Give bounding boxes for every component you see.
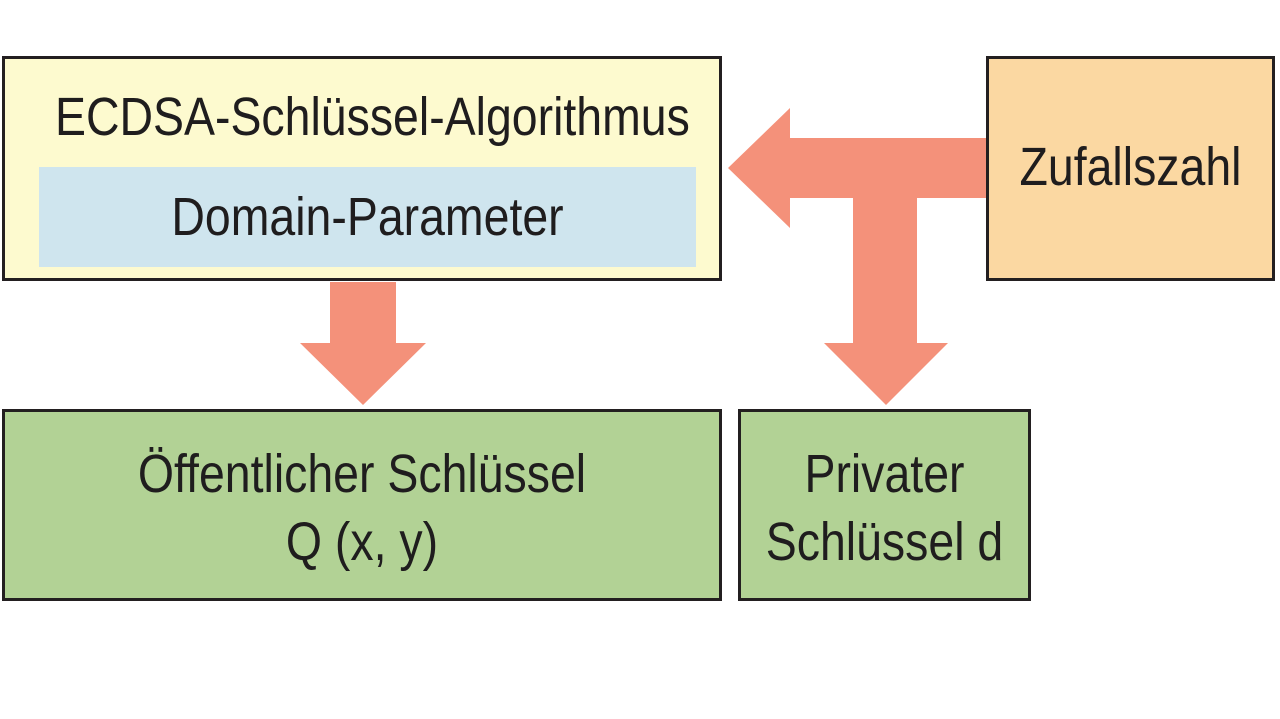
- private-key-line-2: Schlüssel d: [765, 512, 1004, 572]
- public-key-box: Öffentlicher Schlüssel Q (x, y): [2, 409, 722, 601]
- private-key-line-1: Privater: [804, 444, 965, 504]
- random-number-box: Zufallszahl: [986, 56, 1275, 281]
- private-key-label: Privater Schlüssel d: [761, 440, 1008, 576]
- arrow-random-to-private-key: [824, 198, 948, 405]
- algorithm-box: ECDSA-Schlüssel-Algorithmus Domain-Param…: [2, 56, 722, 281]
- public-key-line-1: Öffentlicher Schlüssel: [137, 444, 587, 504]
- algorithm-title: ECDSA-Schlüssel-Algorithmus: [54, 87, 690, 147]
- public-key-line-2: Q (x, y): [285, 512, 439, 572]
- domain-parameter-box: Domain-Parameter: [39, 167, 696, 267]
- arrow-random-to-algorithm: [728, 108, 988, 228]
- arrow-algorithm-to-public-key: [300, 282, 426, 405]
- private-key-box: Privater Schlüssel d: [738, 409, 1031, 601]
- random-number-label: Zufallszahl: [1019, 137, 1242, 197]
- public-key-label: Öffentlicher Schlüssel Q (x, y): [55, 440, 669, 576]
- domain-parameter-label: Domain-Parameter: [171, 187, 564, 247]
